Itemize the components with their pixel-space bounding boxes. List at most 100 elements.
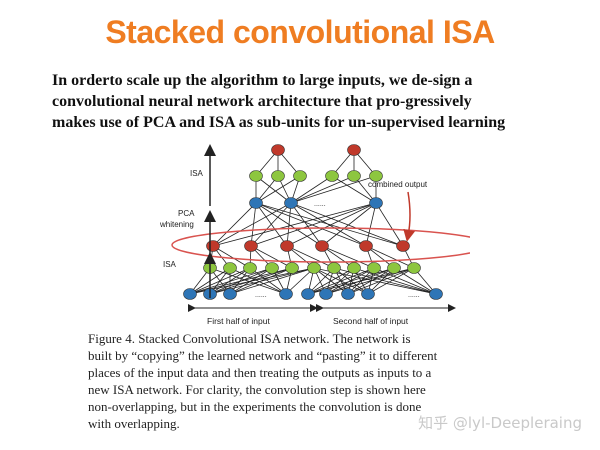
edge-input	[347, 267, 415, 295]
green-node	[249, 170, 263, 182]
edge-pca	[250, 202, 257, 247]
edge-pca	[212, 202, 292, 247]
edge-pca	[250, 202, 377, 247]
edge-top	[290, 175, 355, 204]
edge-input	[189, 267, 273, 295]
figure-caption: Figure 4. Stacked Convolutional ISA netw…	[88, 330, 528, 432]
pca-label: PCA	[178, 209, 195, 218]
intro-paragraph: In orderto scale up the algorithm to lar…	[52, 70, 572, 133]
red-node	[244, 240, 258, 252]
first-half-label: First half of input	[207, 316, 270, 326]
edge-input	[373, 267, 437, 295]
whitening-label: whitening	[159, 220, 194, 229]
caption-line: Figure 4. Stacked Convolutional ISA netw…	[88, 331, 411, 346]
red-node	[280, 240, 294, 252]
isa-bottom-label: ISA	[163, 260, 177, 269]
edge-pca	[212, 202, 257, 247]
ellipsis-right: ......	[408, 292, 420, 299]
edge-top	[290, 175, 333, 204]
green-node	[325, 170, 339, 182]
blue-node	[301, 288, 315, 300]
edge-isa	[286, 245, 335, 269]
blue-node	[369, 197, 383, 209]
ellipsis-top: ......	[314, 201, 326, 208]
edge-input	[189, 267, 251, 295]
edge-input	[307, 267, 375, 295]
green-node	[327, 262, 341, 274]
edge-pca	[290, 202, 323, 247]
blue-node	[249, 197, 263, 209]
edge-top	[331, 175, 377, 204]
edge-pca	[255, 202, 367, 247]
green-node	[369, 170, 383, 182]
network-figure: ISA PCA whitening ISA combined output Fi…	[150, 136, 489, 331]
red-node	[315, 240, 329, 252]
green-node	[307, 262, 321, 274]
green-node	[265, 262, 279, 274]
combined-output-arrow	[403, 191, 416, 242]
caption-line: with overlapping.	[88, 416, 180, 431]
edge-pca	[290, 202, 404, 247]
edge-pca	[286, 202, 292, 247]
green-node	[271, 170, 285, 182]
red-node	[206, 240, 220, 252]
edge-input	[393, 267, 437, 295]
edge-pca	[375, 202, 404, 247]
intro-line: In orderto scale up the algorithm to lar…	[52, 72, 473, 89]
edge-top	[290, 175, 377, 204]
edge-isa	[321, 245, 355, 269]
caption-line: places of the input data and then treati…	[88, 365, 432, 380]
blue-node	[319, 288, 333, 300]
green-node	[407, 262, 421, 274]
green-node	[285, 262, 299, 274]
intro-line: convolutional neural network architectur…	[52, 93, 472, 110]
blue-node	[361, 288, 375, 300]
red-node	[271, 144, 285, 156]
red-node	[347, 144, 361, 156]
edge-pca	[250, 202, 292, 247]
edge-pca	[255, 202, 404, 247]
edge-top	[255, 175, 292, 204]
edge-input	[249, 267, 287, 295]
edge-input	[325, 267, 415, 295]
edge-isa	[250, 245, 293, 269]
isa-top-label: ISA	[190, 169, 204, 178]
green-node	[387, 262, 401, 274]
blue-node	[429, 288, 443, 300]
edge-isa	[321, 245, 375, 269]
edge-isa	[365, 245, 415, 269]
green-node	[367, 262, 381, 274]
green-node	[223, 262, 237, 274]
blue-node	[284, 197, 298, 209]
edge-pca	[321, 202, 377, 247]
edge-top	[255, 175, 301, 204]
edge-input	[307, 267, 355, 295]
blue-node	[279, 288, 293, 300]
edge-pca	[212, 202, 377, 247]
blue-node	[223, 288, 237, 300]
edge-input	[353, 267, 437, 295]
green-node	[347, 170, 361, 182]
blue-node	[183, 288, 197, 300]
green-node	[243, 262, 257, 274]
ellipsis-left: ......	[255, 292, 267, 299]
caption-line: built by “copying” the learned network a…	[88, 348, 438, 363]
caption-line: new ISA network. For clarity, the convol…	[88, 382, 426, 397]
red-node	[396, 240, 410, 252]
intro-line: makes use of PCA and ISA as sub-units fo…	[52, 114, 506, 131]
edge-pca	[290, 202, 367, 247]
slide-title: Stacked convolutional ISA	[105, 14, 495, 50]
edge-pca	[286, 202, 377, 247]
red-node	[359, 240, 373, 252]
edge-input	[285, 267, 315, 295]
caption-line: non-overlapping, but in the experiments …	[88, 399, 422, 414]
second-half-label: Second half of input	[333, 316, 409, 326]
watermark: 知乎 @lyl-Deepleraing	[418, 414, 582, 432]
edge-pca	[365, 202, 377, 247]
green-node	[293, 170, 307, 182]
edge-input	[367, 267, 415, 295]
green-node	[347, 262, 361, 274]
blue-node	[341, 288, 355, 300]
edge-input	[229, 267, 315, 295]
edge-isa	[212, 245, 251, 269]
